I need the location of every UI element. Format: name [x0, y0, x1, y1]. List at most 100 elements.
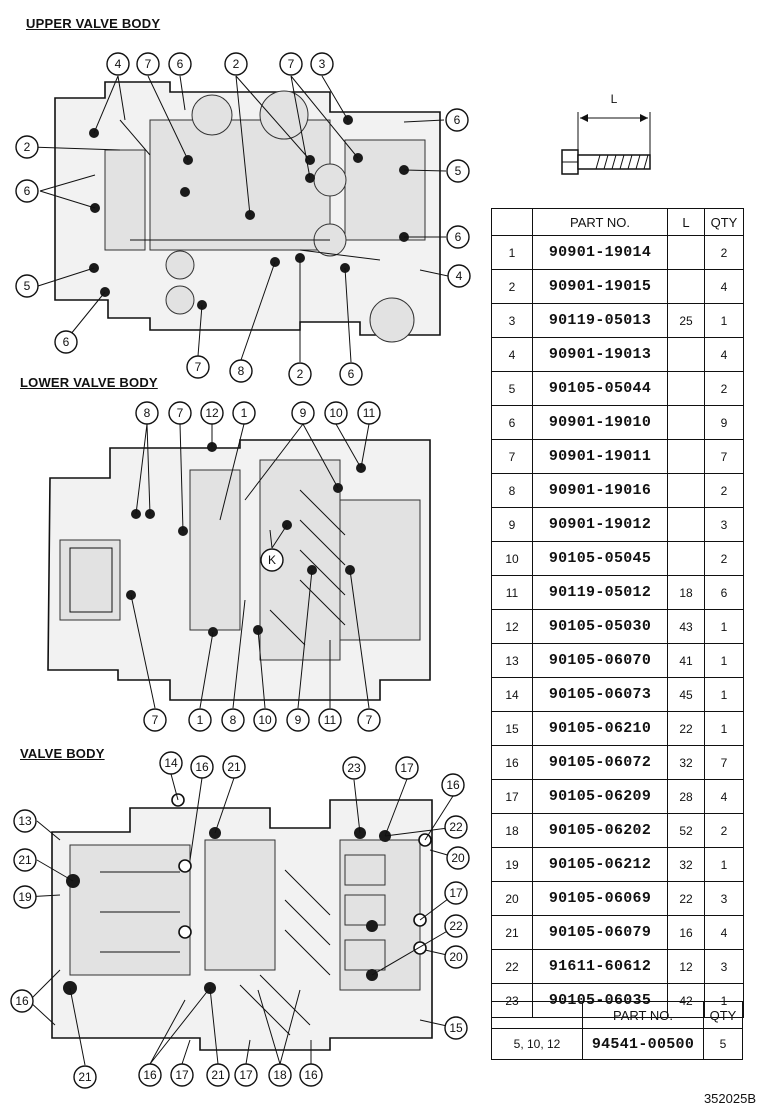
row-length — [667, 405, 705, 440]
svg-text:9: 9 — [300, 406, 307, 420]
row-number: 10 — [491, 541, 533, 576]
svg-text:4: 4 — [115, 57, 122, 71]
svg-text:16: 16 — [304, 1068, 318, 1082]
row-qty: 2 — [704, 541, 744, 576]
row-qty: 1 — [704, 711, 744, 746]
kit-header-part-no: PART NO. — [582, 1001, 704, 1029]
row-part-no: 90901-19014 — [532, 235, 668, 270]
svg-text:17: 17 — [449, 886, 463, 900]
row-length: 25 — [667, 303, 705, 338]
row-number: 17 — [491, 779, 533, 814]
svg-text:7: 7 — [288, 57, 295, 71]
row-length: 12 — [667, 949, 705, 984]
svg-text:10: 10 — [329, 406, 343, 420]
upper-valve-body-title: UPPER VALVE BODY — [26, 16, 161, 31]
row-qty: 1 — [704, 303, 744, 338]
row-number: 9 — [491, 507, 533, 542]
row-length — [667, 473, 705, 508]
row-qty: 4 — [704, 915, 744, 950]
svg-text:1: 1 — [241, 406, 248, 420]
row-length — [667, 507, 705, 542]
svg-text:16: 16 — [195, 760, 209, 774]
row-qty: 2 — [704, 371, 744, 406]
svg-text:6: 6 — [348, 367, 355, 381]
svg-text:11: 11 — [324, 713, 337, 727]
row-qty: 1 — [704, 643, 744, 678]
svg-text:4: 4 — [456, 269, 463, 283]
row-part-no: 90105-06209 — [532, 779, 668, 814]
row-part-no: 90105-05044 — [532, 371, 668, 406]
header-qty: QTY — [704, 208, 744, 236]
row-part-no: 90105-06070 — [532, 643, 668, 678]
row-length: 32 — [667, 745, 705, 780]
row-qty: 6 — [704, 575, 744, 610]
row-qty: 2 — [704, 235, 744, 270]
row-length: 18 — [667, 575, 705, 610]
row-qty: 1 — [704, 847, 744, 882]
svg-text:8: 8 — [144, 406, 151, 420]
svg-text:7: 7 — [177, 406, 184, 420]
row-part-no: 90105-06073 — [532, 677, 668, 712]
row-length: 22 — [667, 881, 705, 916]
row-part-no: 90105-06210 — [532, 711, 668, 746]
row-number: 7 — [491, 439, 533, 474]
valve-body-title: VALVE BODY — [20, 746, 105, 761]
row-part-no: 90105-06079 — [532, 915, 668, 950]
row-part-no: 90119-05012 — [532, 575, 668, 610]
svg-text:2: 2 — [24, 140, 31, 154]
row-part-no: 90105-06069 — [532, 881, 668, 916]
svg-text:K: K — [268, 553, 276, 567]
row-number: 19 — [491, 847, 533, 882]
row-part-no: 90105-06212 — [532, 847, 668, 882]
svg-text:2: 2 — [233, 57, 240, 71]
row-qty: 2 — [704, 473, 744, 508]
row-part-no: 90901-19015 — [532, 269, 668, 304]
row-length: 45 — [667, 677, 705, 712]
upper-callouts: 4 7 6 2 7 3 6 2 6 5 6 5 4 6 7 8 2 6 — [15, 52, 471, 386]
row-qty: 4 — [704, 779, 744, 814]
svg-text:22: 22 — [449, 820, 463, 834]
kit-table: PART NO. QTY 5, 10, 12 94541-00500 5 — [491, 1001, 743, 1060]
svg-text:6: 6 — [63, 335, 70, 349]
row-length: 28 — [667, 779, 705, 814]
svg-text:21: 21 — [227, 760, 241, 774]
row-number: 15 — [491, 711, 533, 746]
lower-callouts: 8 7 12 1 9 10 11 K 7 1 8 10 9 11 7 — [130, 401, 381, 732]
svg-text:14: 14 — [164, 756, 178, 770]
svg-text:21: 21 — [211, 1068, 225, 1082]
kit-item-numbers: 5, 10, 12 — [491, 1028, 583, 1060]
bolt-length-illustration: L — [561, 92, 651, 175]
bolt-length-label: L — [611, 92, 618, 106]
row-number: 14 — [491, 677, 533, 712]
row-part-no: 90901-19010 — [532, 405, 668, 440]
svg-text:12: 12 — [205, 406, 219, 420]
svg-text:21: 21 — [78, 1070, 92, 1084]
upper-valve-body-illustration — [54, 81, 441, 343]
row-length — [667, 439, 705, 474]
row-number: 1 — [491, 235, 533, 270]
row-number: 16 — [491, 745, 533, 780]
svg-text:7: 7 — [195, 360, 202, 374]
svg-text:8: 8 — [230, 713, 237, 727]
row-number: 11 — [491, 575, 533, 610]
svg-text:3: 3 — [319, 57, 326, 71]
svg-text:9: 9 — [295, 713, 302, 727]
row-number: 6 — [491, 405, 533, 440]
svg-text:7: 7 — [145, 57, 152, 71]
svg-text:6: 6 — [24, 184, 31, 198]
svg-text:19: 19 — [18, 890, 32, 904]
header-length: L — [667, 208, 705, 236]
